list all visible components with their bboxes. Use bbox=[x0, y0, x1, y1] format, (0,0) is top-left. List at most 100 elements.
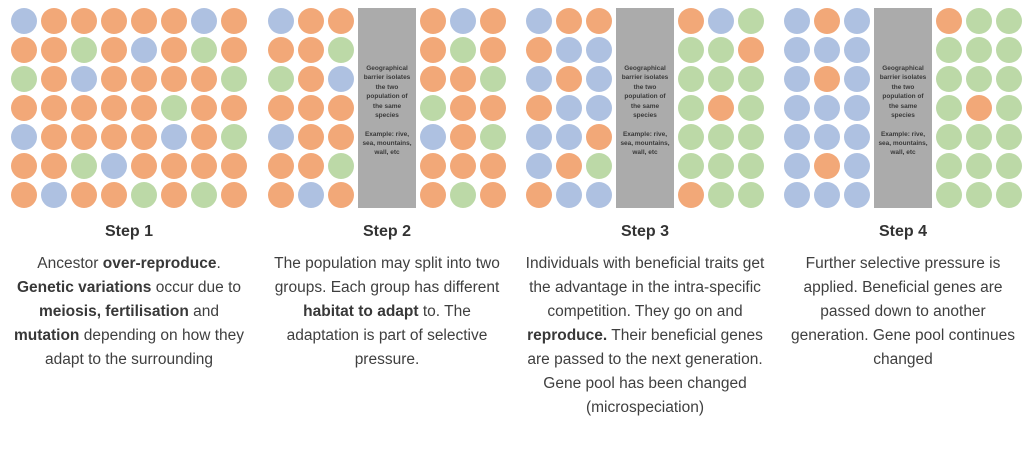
blue-individual bbox=[11, 8, 37, 34]
blue-individual bbox=[556, 124, 582, 150]
orange-individual bbox=[814, 66, 840, 92]
green-individual bbox=[678, 37, 704, 63]
orange-individual bbox=[420, 8, 446, 34]
green-individual bbox=[738, 124, 764, 150]
orange-individual bbox=[420, 66, 446, 92]
green-individual bbox=[586, 153, 612, 179]
orange-individual bbox=[11, 153, 37, 179]
green-individual bbox=[936, 124, 962, 150]
orange-individual bbox=[191, 153, 217, 179]
blue-individual bbox=[526, 124, 552, 150]
step-2-description: The population may split into two groups… bbox=[266, 252, 508, 372]
green-individual bbox=[480, 66, 506, 92]
green-individual bbox=[221, 124, 247, 150]
blue-individual bbox=[784, 182, 810, 208]
orange-individual bbox=[586, 8, 612, 34]
description-text-run: Individuals with beneficial traits get t… bbox=[525, 255, 765, 321]
orange-individual bbox=[161, 8, 187, 34]
orange-individual bbox=[420, 182, 446, 208]
blue-individual bbox=[708, 8, 734, 34]
description-bold-run: mutation bbox=[13, 327, 80, 345]
orange-individual bbox=[328, 182, 354, 208]
orange-individual bbox=[298, 66, 324, 92]
description-text-run: and bbox=[188, 303, 220, 321]
orange-individual bbox=[11, 37, 37, 63]
barrier-text: Example: rive, sea, mountains, wall, etc bbox=[620, 130, 670, 157]
blue-individual bbox=[450, 8, 476, 34]
step-2-panel: Geographical barrier isolates the two po… bbox=[266, 8, 508, 420]
orange-individual bbox=[678, 182, 704, 208]
green-individual bbox=[708, 37, 734, 63]
population-group bbox=[784, 8, 870, 208]
population-group bbox=[268, 8, 354, 208]
orange-individual bbox=[41, 66, 67, 92]
blue-individual bbox=[11, 124, 37, 150]
description-text-run: The population may split into two groups… bbox=[274, 255, 500, 297]
orange-individual bbox=[480, 95, 506, 121]
green-individual bbox=[738, 95, 764, 121]
blue-individual bbox=[784, 8, 810, 34]
green-individual bbox=[966, 153, 992, 179]
green-individual bbox=[678, 124, 704, 150]
description-bold-run: Genetic variations bbox=[17, 279, 152, 297]
blue-individual bbox=[586, 95, 612, 121]
blue-individual bbox=[844, 8, 870, 34]
blue-individual bbox=[526, 153, 552, 179]
barrier-text: Geographical barrier isolates the two po… bbox=[621, 65, 669, 120]
orange-individual bbox=[298, 124, 324, 150]
orange-individual bbox=[556, 153, 582, 179]
step-4-description: Further selective pressure is applied. B… bbox=[782, 252, 1024, 372]
blue-individual bbox=[814, 124, 840, 150]
geographical-barrier: Geographical barrier isolates the two po… bbox=[358, 8, 416, 208]
orange-individual bbox=[41, 124, 67, 150]
orange-individual bbox=[678, 8, 704, 34]
blue-individual bbox=[328, 66, 354, 92]
green-individual bbox=[936, 95, 962, 121]
blue-individual bbox=[844, 124, 870, 150]
blue-individual bbox=[268, 8, 294, 34]
blue-individual bbox=[844, 37, 870, 63]
orange-individual bbox=[814, 8, 840, 34]
blue-individual bbox=[586, 182, 612, 208]
green-individual bbox=[996, 37, 1022, 63]
orange-individual bbox=[526, 95, 552, 121]
green-individual bbox=[161, 95, 187, 121]
description-text-run: Their beneficial genes are passed to the… bbox=[527, 327, 763, 417]
blue-individual bbox=[814, 182, 840, 208]
orange-individual bbox=[101, 182, 127, 208]
orange-individual bbox=[71, 182, 97, 208]
green-individual bbox=[708, 182, 734, 208]
blue-individual bbox=[161, 124, 187, 150]
orange-individual bbox=[131, 95, 157, 121]
population-group bbox=[936, 8, 1022, 208]
blue-individual bbox=[784, 37, 810, 63]
orange-individual bbox=[191, 95, 217, 121]
description-text-run: . bbox=[216, 255, 221, 272]
orange-individual bbox=[131, 153, 157, 179]
description-bold-run: habitat to adapt bbox=[303, 303, 419, 321]
step-4-population-grid: Geographical barrier isolates the two po… bbox=[784, 8, 1022, 208]
orange-individual bbox=[480, 153, 506, 179]
step-3-title: Step 3 bbox=[620, 223, 669, 240]
orange-individual bbox=[131, 8, 157, 34]
orange-individual bbox=[41, 153, 67, 179]
blue-individual bbox=[844, 66, 870, 92]
green-individual bbox=[966, 182, 992, 208]
orange-individual bbox=[450, 66, 476, 92]
blue-individual bbox=[71, 66, 97, 92]
orange-individual bbox=[161, 182, 187, 208]
description-bold-run: meiosis, fertilisation bbox=[38, 303, 189, 321]
orange-individual bbox=[71, 8, 97, 34]
population-group bbox=[420, 8, 506, 208]
step-1-description: Ancestor over-reproduce. Genetic variati… bbox=[8, 252, 250, 372]
orange-individual bbox=[11, 182, 37, 208]
green-individual bbox=[966, 124, 992, 150]
orange-individual bbox=[221, 153, 247, 179]
step-3-panel: Geographical barrier isolates the two po… bbox=[524, 8, 766, 420]
description-text-run: Ancestor bbox=[37, 255, 103, 272]
blue-individual bbox=[101, 153, 127, 179]
green-individual bbox=[420, 95, 446, 121]
green-individual bbox=[191, 37, 217, 63]
barrier-text: Example: rive, sea, mountains, wall, etc bbox=[362, 130, 412, 157]
orange-individual bbox=[41, 37, 67, 63]
